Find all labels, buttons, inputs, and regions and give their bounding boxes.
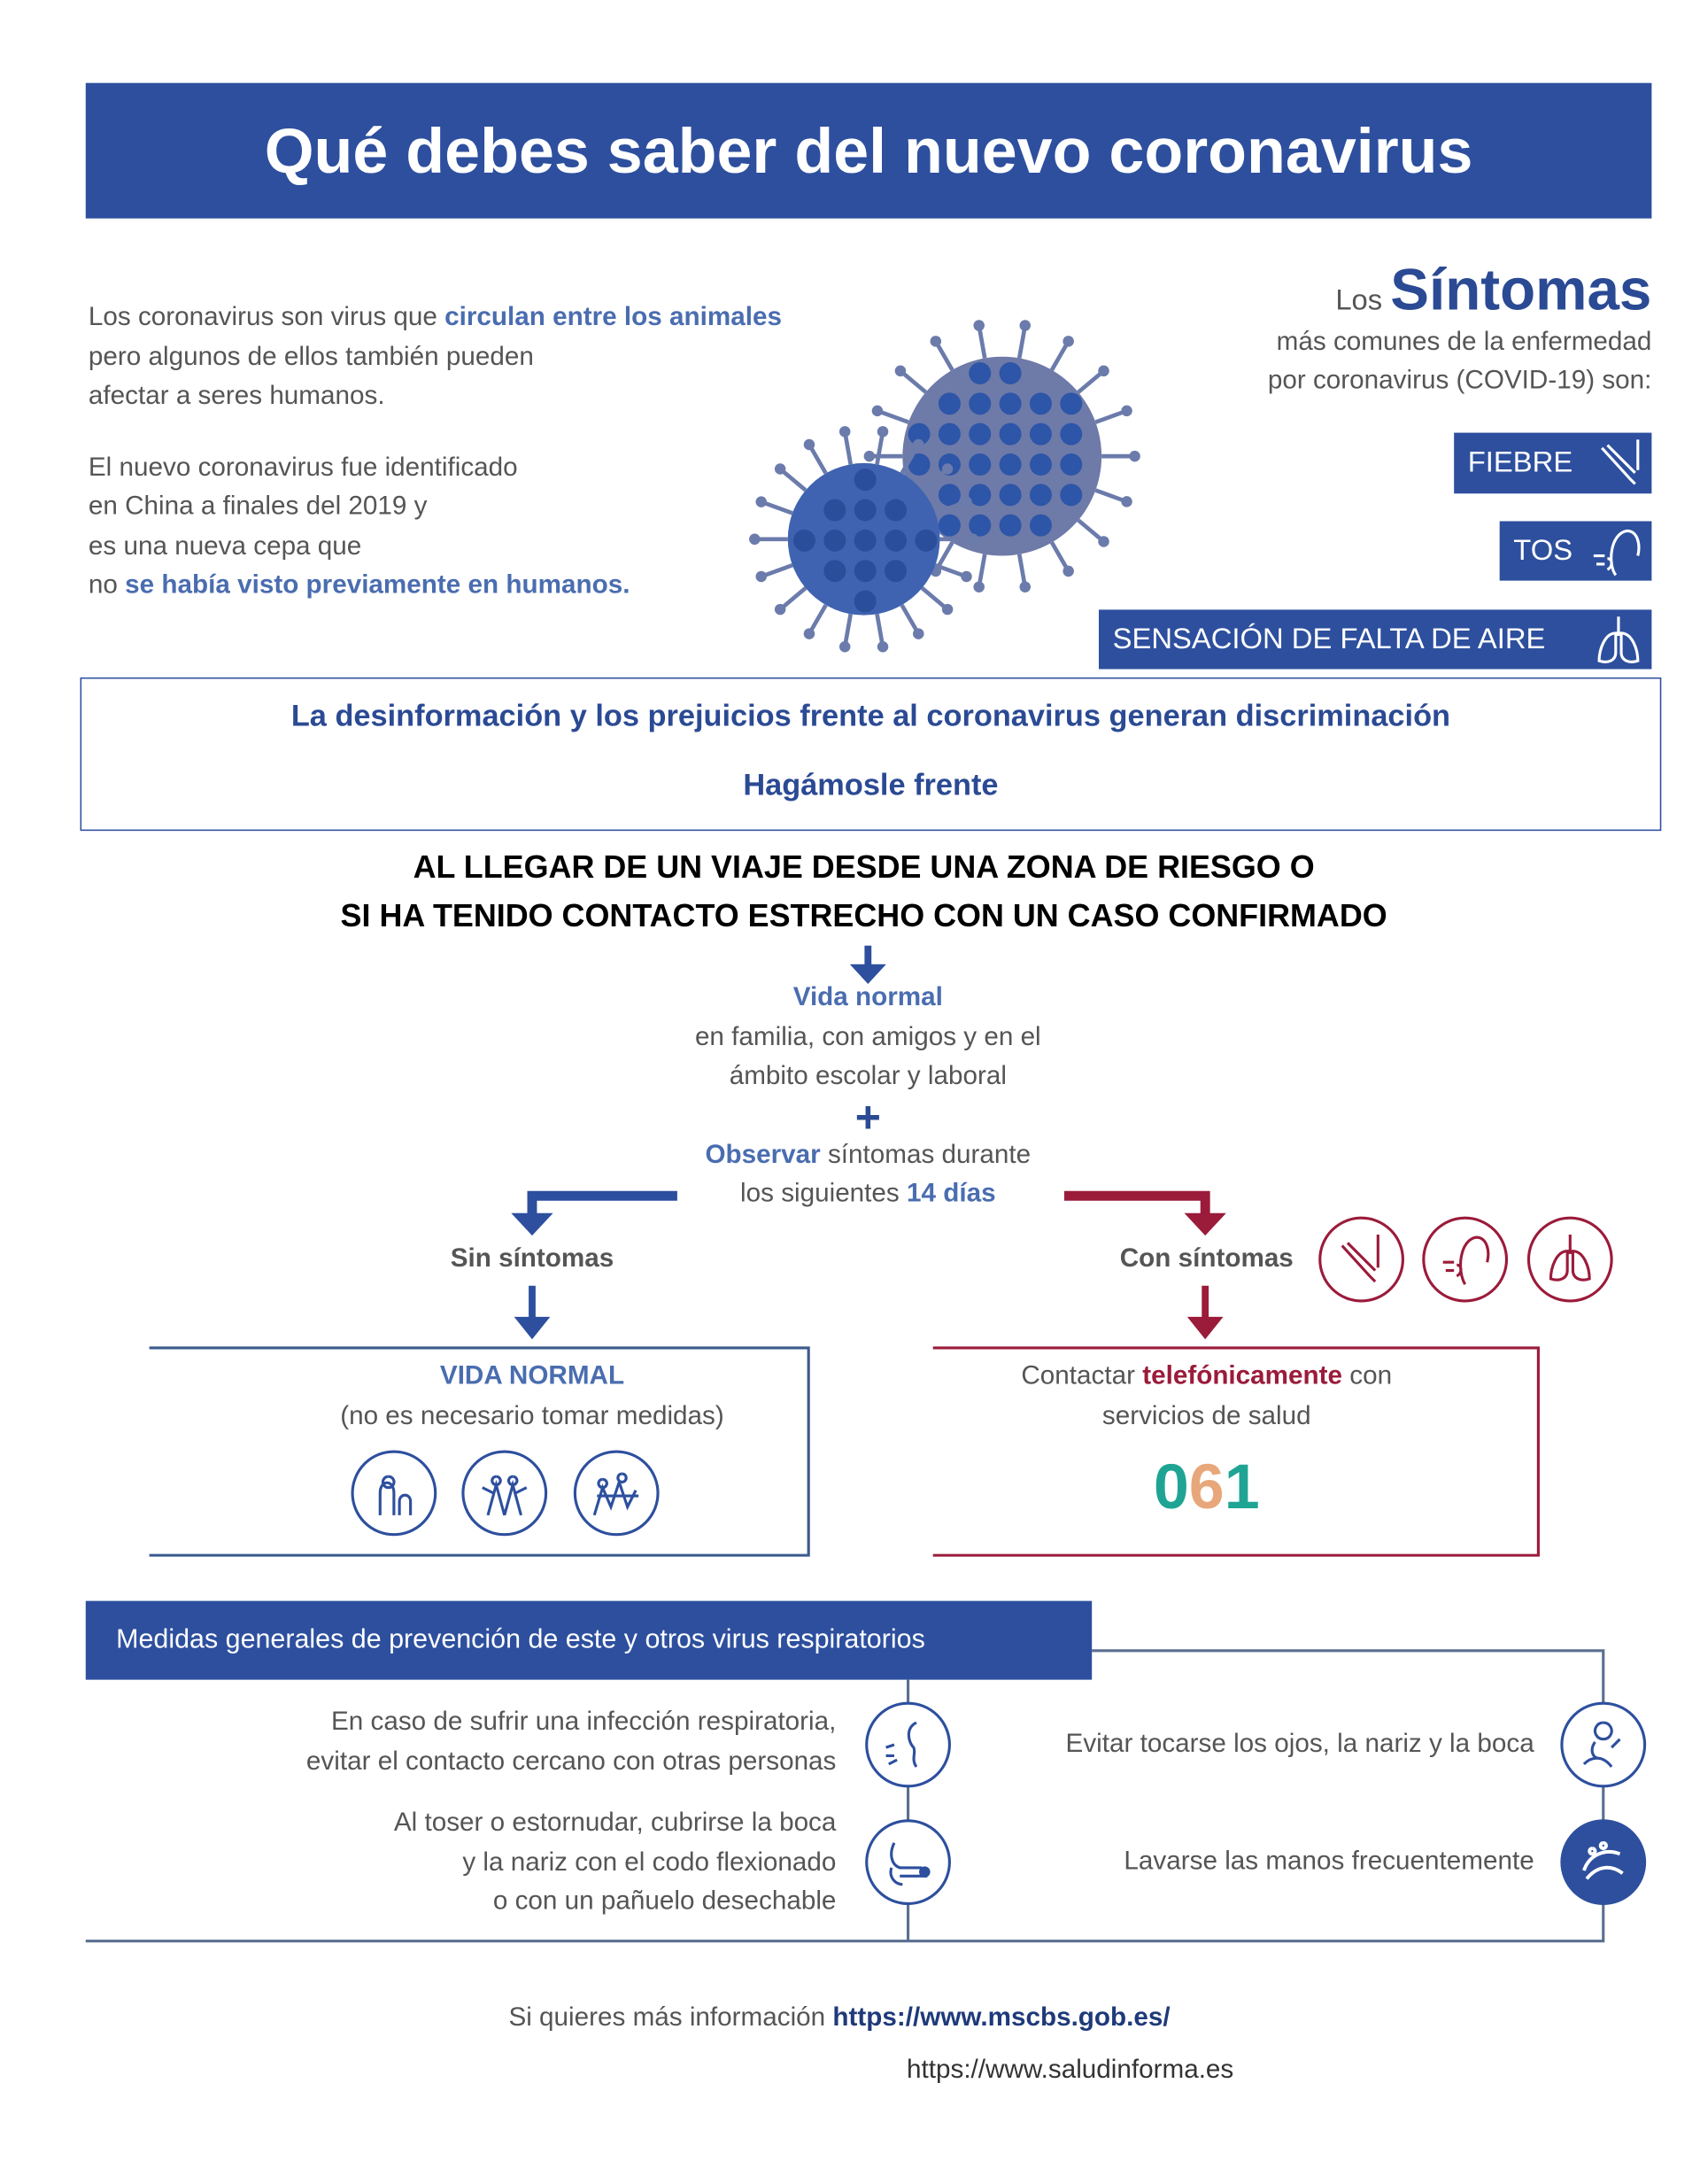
prevention-line: o con un pañuelo desechable <box>492 1886 837 1917</box>
arrow-down-right-icon <box>1186 1285 1224 1340</box>
handwash-icon <box>1560 1819 1647 1906</box>
symptoms-heading: Síntomas <box>1390 257 1652 322</box>
observe-text: los siguientes <box>740 1179 907 1209</box>
contact-highlight: telefónicamente <box>1142 1361 1343 1391</box>
prevention-item-face: Evitar tocarse los ojos, la nariz y la b… <box>1065 1729 1534 1759</box>
thermometer-icon <box>1601 439 1640 485</box>
contact-line: servicios de salud <box>1101 1401 1311 1430</box>
phone-digit: 0 <box>1153 1450 1189 1522</box>
observe-text: síntomas durante <box>820 1140 1032 1169</box>
arrow-down-left-icon <box>514 1285 551 1340</box>
cover-cough-icon <box>865 1819 951 1906</box>
lungs-icon <box>1597 616 1640 663</box>
footer-info: Si quieres más información https://www.m… <box>508 1999 1170 2038</box>
mscbs-link[interactable]: https://www.mscbs.gob.es/ <box>832 2002 1171 2033</box>
intro-text-4a: no <box>88 570 126 600</box>
title-banner: Qué debes saber del nuevo coronavirus <box>85 82 1652 219</box>
symptoms-box <box>932 1346 1540 1557</box>
symptom-fever: FIEBRE <box>1454 432 1652 494</box>
symptoms-los: Los <box>1335 284 1391 317</box>
intro-line: afectar a seres humanos. <box>88 381 385 411</box>
page-title: Qué debes saber del nuevo coronavirus <box>264 114 1473 187</box>
vida-normal-block: Vida normal en familia, con amigos y en … <box>591 979 1144 1214</box>
with-symptoms-label: Con síntomas <box>1119 1243 1294 1274</box>
symptoms-content: Contactar telefónicamente con servicios … <box>931 1358 1483 1528</box>
intro-line: pero algunos de ellos también pueden <box>88 342 534 372</box>
arrow-left-branch-icon <box>511 1190 677 1236</box>
symptom-label: FIEBRE <box>1467 446 1573 479</box>
vida-normal-line: en familia, con amigos y en el <box>694 1022 1041 1052</box>
symptom-label: TOS <box>1513 534 1573 567</box>
notice-line-1: La desinformación y los prejuicios frent… <box>290 698 1451 733</box>
symptoms-intro: Los Síntomas más comunes de la enfermeda… <box>1267 260 1652 402</box>
symptoms-line: por coronavirus (COVID-19) son: <box>1267 366 1652 396</box>
contact-text: con <box>1342 1361 1393 1391</box>
family-icon <box>351 1450 437 1537</box>
symptom-cough: TOS <box>1499 521 1652 581</box>
flow-heading-2: SI HA TENIDO CONTACTO ESTRECHO CON UN CA… <box>340 897 1387 933</box>
lungs-icon <box>1526 1216 1613 1303</box>
vida-normal-label: Vida normal <box>792 982 943 1012</box>
prevention-title: Medidas generales de prevención de este … <box>116 1624 925 1655</box>
fever-icon <box>1318 1216 1404 1303</box>
vida-normal-title: VIDA NORMAL <box>439 1361 625 1391</box>
vida-normal-line: ámbito escolar y laboral <box>729 1061 1007 1091</box>
school-work-icon <box>573 1450 660 1537</box>
symptoms-line: más comunes de la enfermedad <box>1276 327 1652 356</box>
cough-icon <box>1593 529 1641 576</box>
intro-highlight-2: se había visto previamente en humanos. <box>125 570 630 600</box>
contact-text: Contactar <box>1021 1361 1143 1391</box>
discrimination-notice: La desinformación y los prejuicios frent… <box>80 677 1662 832</box>
intro-line: en China a finales del 2019 y <box>88 492 428 522</box>
notice-line-2: Hagámosle frente <box>743 767 999 802</box>
vida-normal-sub: (no es necesario tomar medidas) <box>340 1401 724 1430</box>
symptom-shortness-of-breath: SENSACIÓN DE FALTA DE AIRE <box>1098 609 1652 670</box>
prevention-line: evitar el contacto cercano con otras per… <box>305 1746 837 1777</box>
saludinforma-link[interactable]: https://www.saludinforma.es <box>907 2056 1234 2085</box>
plus-icon: + <box>854 1091 881 1142</box>
intro-line: El nuevo coronavirus fue identificado <box>88 453 518 483</box>
symptom-label: SENSACIÓN DE FALTA DE AIRE <box>1112 623 1546 655</box>
prevention-line: y la nariz con el codo flexionado <box>462 1847 837 1878</box>
no-symptoms-box <box>149 1346 810 1557</box>
prevention-item-handwash: Lavarse las manos frecuentemente <box>1124 1847 1534 1877</box>
cough-icon <box>1422 1216 1509 1303</box>
intro-text-1a: Los coronavirus son virus que <box>88 302 445 332</box>
arrow-right-branch-icon <box>1063 1190 1226 1236</box>
phone-number[interactable]: 061 <box>931 1444 1483 1528</box>
intro-text: Los coronavirus son virus que circulan e… <box>89 298 782 606</box>
phone-digit: 6 <box>1188 1450 1225 1522</box>
prevention-item-contact: En caso de sufrir una infección respirat… <box>306 1703 836 1782</box>
observe-label: Observar <box>705 1140 821 1169</box>
arrow-down-icon <box>849 945 886 985</box>
touch-face-icon <box>1560 1701 1647 1788</box>
flow-heading: AL LLEGAR DE UN VIAJE DESDE UNA ZONA DE … <box>0 843 1700 940</box>
phone-digit: 1 <box>1224 1450 1260 1522</box>
no-symptoms-content: VIDA NORMAL (no es necesario tomar medid… <box>256 1358 808 1437</box>
footer-text: Si quieres más información <box>508 2002 833 2033</box>
prevention-line: Al toser o estornudar, cubrirse la boca <box>393 1808 837 1838</box>
coronavirus-illustration <box>749 320 1140 653</box>
prevention-frame <box>85 1649 1605 1943</box>
intro-highlight-1: circulan entre los animales <box>444 302 782 332</box>
prevention-item-cough: Al toser o estornudar, cubrirse la boca … <box>394 1804 837 1922</box>
prevention-banner: Medidas generales de prevención de este … <box>85 1600 1093 1680</box>
sneeze-icon <box>865 1701 951 1788</box>
observe-days: 14 días <box>906 1179 996 1209</box>
intro-line: es una nueva cepa que <box>88 531 362 561</box>
flow-heading-1: AL LLEGAR DE UN VIAJE DESDE UNA ZONA DE … <box>413 848 1315 886</box>
prevention-line: En caso de sufrir una infección respirat… <box>330 1707 837 1737</box>
friends-icon <box>461 1450 548 1537</box>
no-symptoms-label: Sin síntomas <box>450 1243 614 1274</box>
virus-particle-small <box>749 426 979 653</box>
